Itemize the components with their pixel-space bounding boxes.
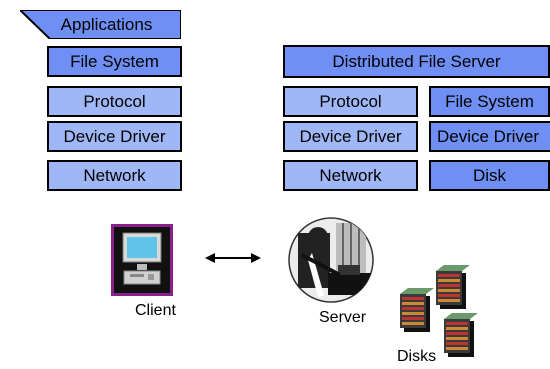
client-file-system-label: File System: [70, 52, 159, 71]
client-file-system-box: File System: [47, 46, 182, 77]
distributed-file-server-label: Distributed File Server: [332, 52, 501, 71]
client-network-label: Network: [83, 166, 146, 185]
client-protocol-label: Protocol: [83, 92, 146, 111]
server-file-system-box: File System: [429, 86, 550, 117]
server-person-icon: [288, 217, 374, 303]
server-device-driver-box: Device Driver: [283, 121, 418, 152]
disks-label: Disks: [397, 348, 437, 365]
client-device-driver-box: Device Driver: [47, 121, 182, 152]
client-protocol-box: Protocol: [47, 86, 182, 117]
client-network-box: Network: [47, 160, 182, 191]
applications-box: Applications: [20, 10, 181, 39]
disk-device-driver-box: Device Driver: [429, 121, 550, 152]
disk-label: Disk: [472, 166, 507, 185]
applications-label: Applications: [60, 15, 153, 34]
computer-icon: [111, 224, 173, 296]
disk-stack-icon: [436, 265, 470, 309]
server-network-label: Network: [319, 166, 382, 185]
server-file-system-label: File System: [445, 92, 534, 111]
server-network-box: Network: [283, 160, 418, 191]
disk-stack-icon: [444, 313, 478, 357]
disk-device-driver-label: Device Driver: [437, 127, 540, 146]
distributed-file-server-box: Distributed File Server: [283, 45, 550, 78]
disk-box: Disk: [429, 160, 550, 191]
server-label: Server: [319, 309, 367, 326]
server-protocol-box: Protocol: [283, 86, 418, 117]
double-arrow-icon: [205, 253, 261, 263]
client-label: Client: [135, 302, 176, 319]
server-protocol-label: Protocol: [319, 92, 382, 111]
disk-stack-icon: [400, 288, 434, 332]
client-device-driver-label: Device Driver: [63, 127, 166, 146]
applications-tab-shape: [20, 10, 181, 39]
server-device-driver-label: Device Driver: [299, 127, 402, 146]
